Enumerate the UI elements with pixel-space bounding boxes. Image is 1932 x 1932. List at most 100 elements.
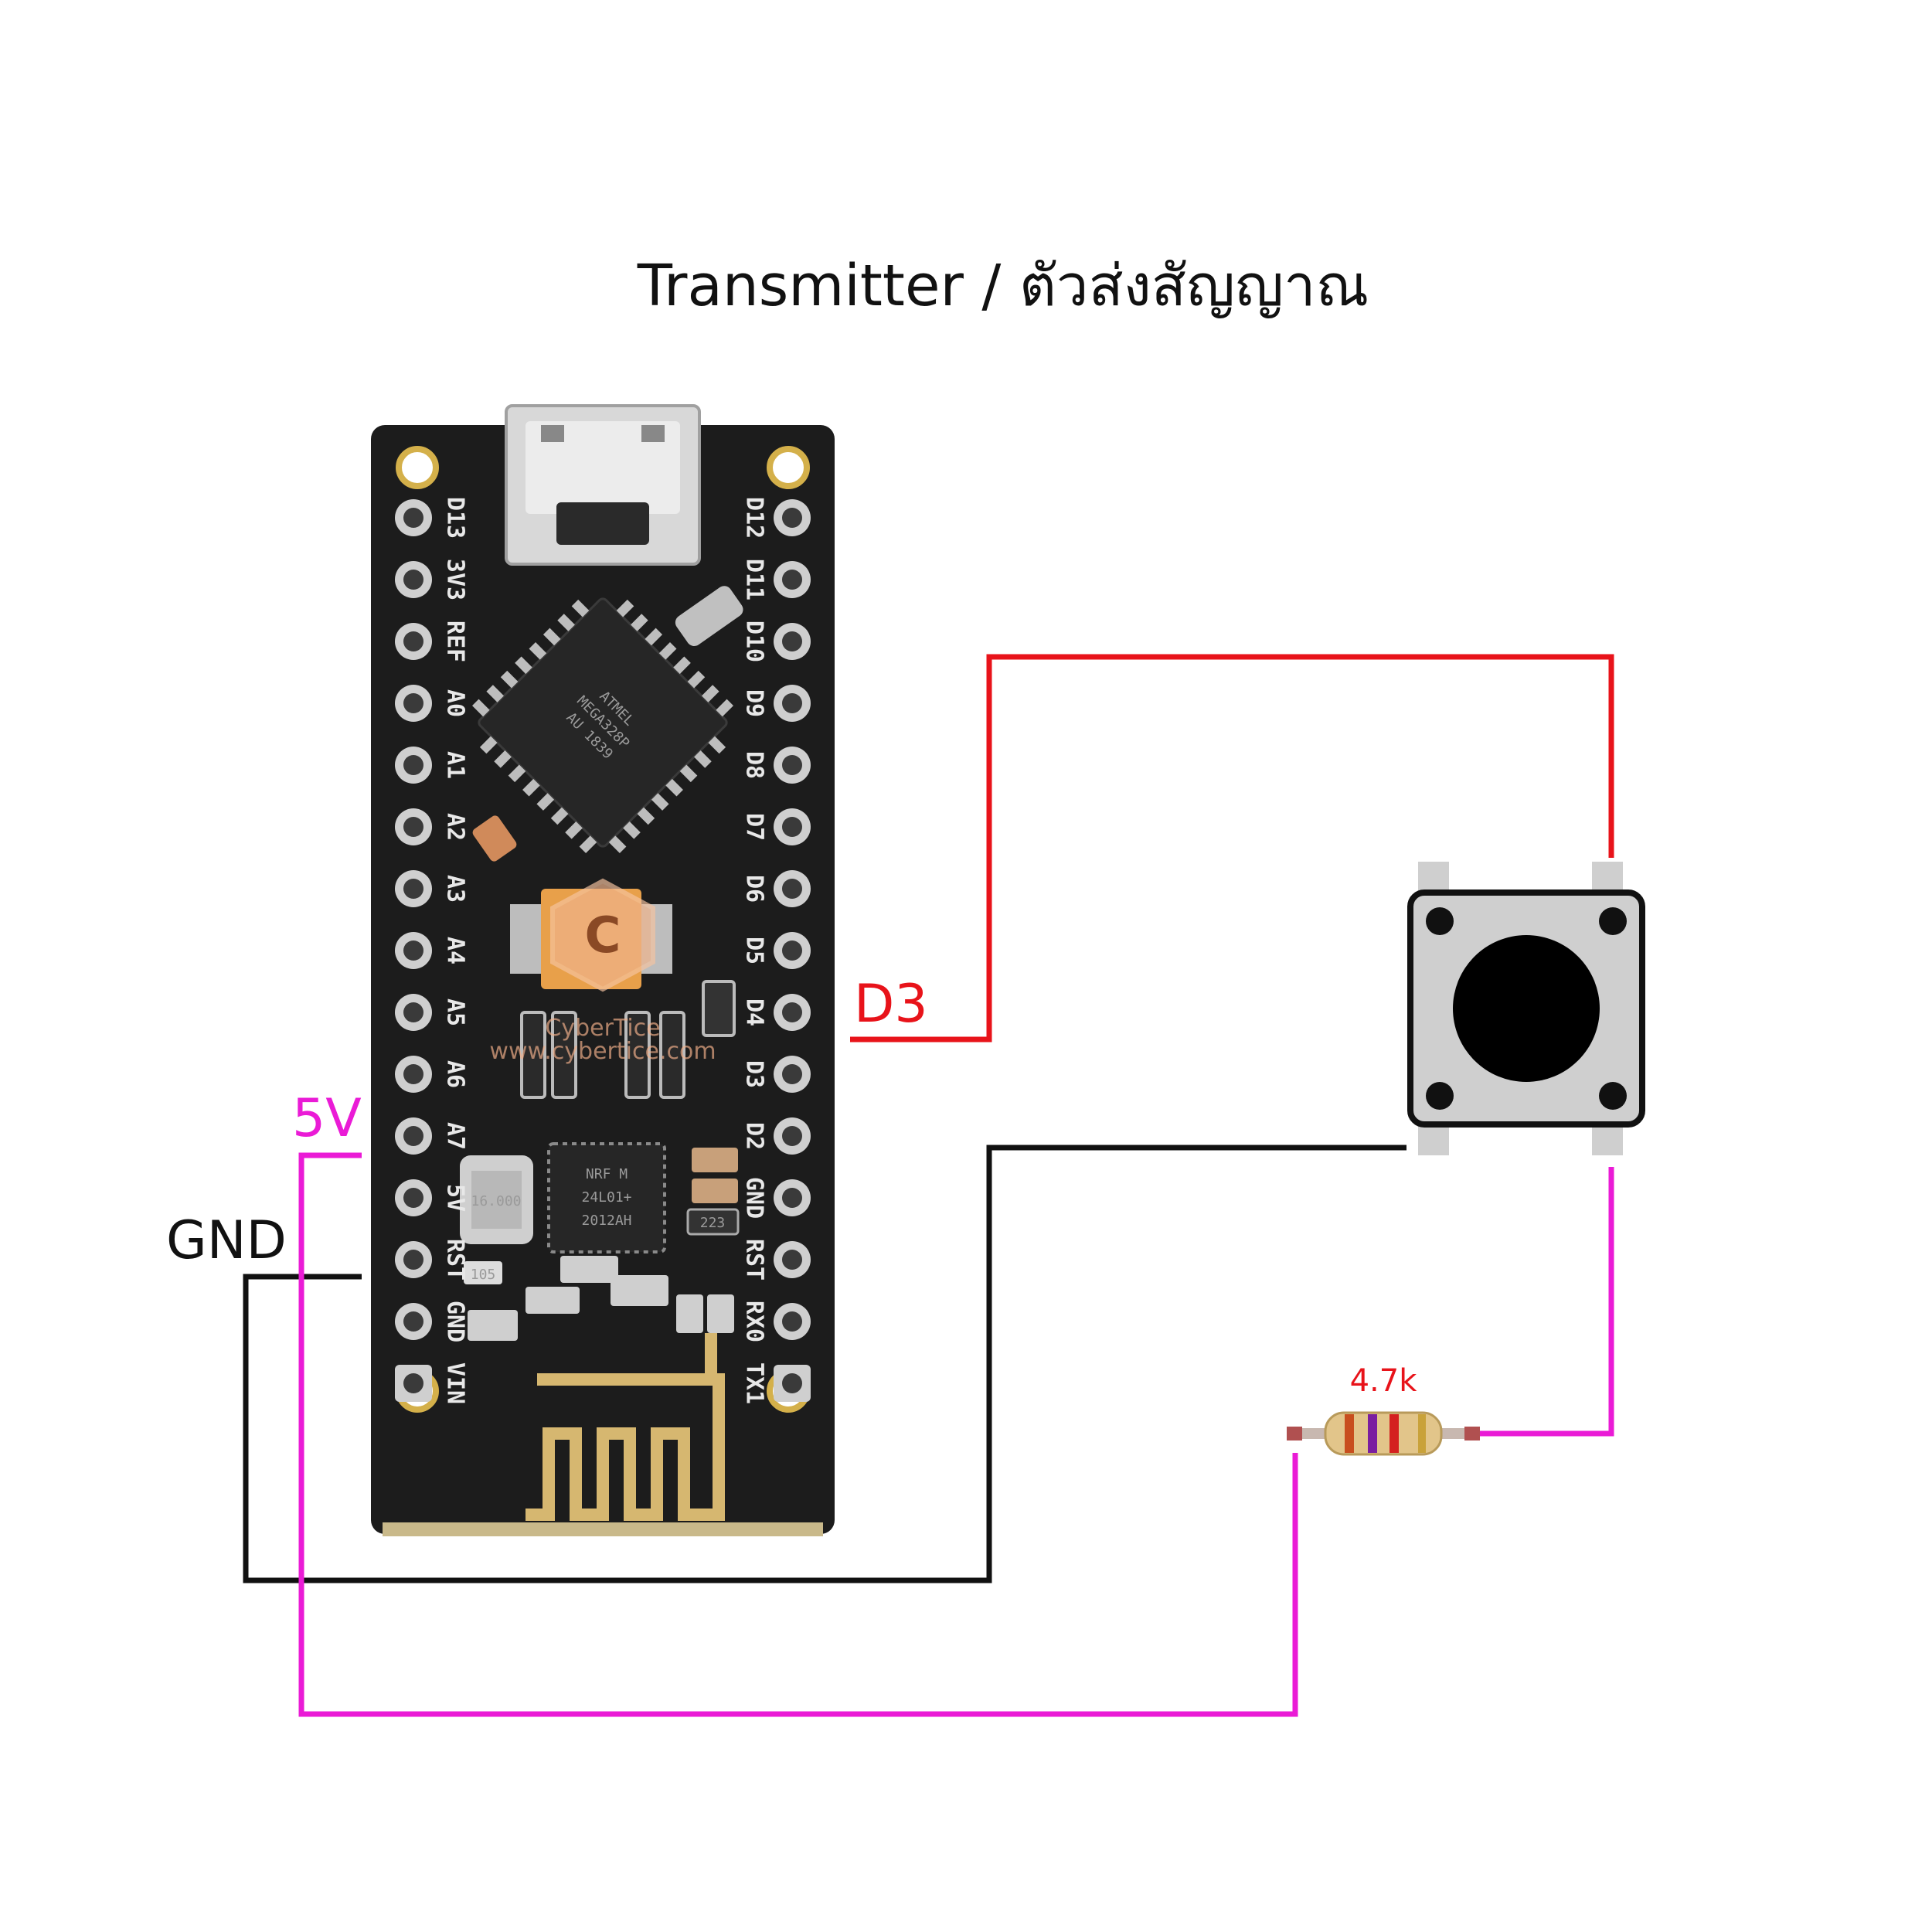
pin-label-left: A4 [442,937,469,964]
d3-label: D3 [854,974,928,1035]
mcu-pin [557,614,575,631]
smd-cap [692,1148,738,1172]
pin-label-left: VIN [442,1362,469,1404]
left-header-pins [395,499,432,1402]
radio-chip: NRF M 24L01+ 2012AH [547,1142,666,1253]
pin-label-left: GND [442,1301,469,1342]
board-edge [383,1522,823,1536]
crystal: 16.000 [460,1155,533,1244]
smd-part [472,815,517,862]
mcu-pin [515,656,532,675]
header-pin-right-hole [782,1250,802,1270]
mcu-pin [565,821,583,839]
mcu-pin [701,685,719,702]
header-pin-right-hole [782,1373,802,1393]
pin-label-right: D7 [741,813,768,841]
header-pin-left-hole [403,1126,423,1146]
button-cap [1453,935,1600,1082]
pin-label-right: D2 [741,1122,768,1150]
gnd-label: GND [166,1210,287,1271]
v5-label: 5V [292,1088,362,1149]
pcb-antenna [526,1333,725,1521]
smd-part [676,1294,703,1333]
pin-label-left: A2 [442,813,469,841]
mcu-pin [623,821,641,839]
mcu-pin [571,599,590,617]
usb-connector [505,404,701,566]
resistor-lead-end [1287,1427,1302,1440]
header-pin-left-hole [403,508,423,528]
watermark-url: www.cybertice.com [489,1038,716,1065]
header-pin-right-hole [782,1002,802,1022]
v5-wire [298,1152,1298,1717]
mcu-pin [645,628,663,646]
mount-hole [767,446,810,489]
mcu-pin [508,764,526,783]
smd-cap [464,1261,502,1284]
svg-text:2012AH: 2012AH [581,1213,631,1229]
watermark-logo-letter: C [585,907,621,964]
resistor-body [1324,1411,1443,1456]
header-pin-right-hole [782,1064,802,1084]
header-pin-left-hole [403,755,423,775]
mcu-pin [687,670,706,689]
mcu-pin [579,835,597,853]
watermark: C CyberTice www.cybertice.com [489,878,716,1065]
pin-label-left: RST [442,1239,469,1281]
mcu-pin [500,670,519,689]
mcu-pin [673,656,691,675]
pin-label-left: A0 [442,689,469,717]
smd-part [526,1287,580,1314]
gnd-wire-button [243,1145,1406,1583]
resistor: 4.7k [1287,1363,1480,1456]
header-pin-left-hole [403,1002,423,1022]
smd-part [702,980,736,1037]
mcu-pin [658,642,677,660]
mcu-pin [679,764,698,783]
resistor-band [1345,1414,1354,1453]
button-corner-dot [1599,907,1627,935]
header-pin-right-hole [782,1311,802,1332]
resistor-band [1418,1414,1426,1453]
pin-label-left: A1 [442,751,469,779]
right-header-pins [774,499,811,1402]
header-pin-left-hole [403,693,423,713]
resistor-band [1389,1414,1399,1453]
mcu-pin [494,750,512,768]
resistor-label: 4.7k [1350,1363,1418,1399]
smd-part [468,1310,518,1341]
svg-text:223: 223 [700,1215,726,1231]
header-pin-left-hole [403,1064,423,1084]
header-pin-left-hole [403,1311,423,1332]
mcu-pin [665,778,683,797]
header-pin-right-hole [782,508,802,528]
smd-led [624,1011,651,1099]
svg-text:105: 105 [471,1267,496,1283]
button-corner-dot [1599,1082,1627,1110]
smd-led [551,1011,577,1099]
watermark-brand: CyberTice [545,1015,660,1042]
pin-label-right: D6 [741,875,768,903]
mcu-pin [550,807,569,825]
mcu-pin [716,699,733,717]
pin-label-right: RST [741,1239,768,1281]
header-pin-right-hole [782,1188,802,1208]
push-button [1407,862,1645,1155]
mount-hole [396,446,439,489]
mcu-pin [529,642,547,660]
mcu-pin [486,685,505,702]
pin-label-left: D13 [442,497,469,539]
pin-label-right: D3 [741,1060,768,1088]
pin-label-right: RX0 [741,1301,768,1342]
mcu-pin [479,736,498,754]
pin-label-right: D12 [741,497,768,539]
smd-led [520,1011,546,1099]
pin-label-right: GND [741,1177,768,1219]
smd-part [707,1294,734,1333]
oscillator [675,586,743,647]
header-pin-left-hole [403,1373,423,1393]
header-pin-left-hole [403,570,423,590]
